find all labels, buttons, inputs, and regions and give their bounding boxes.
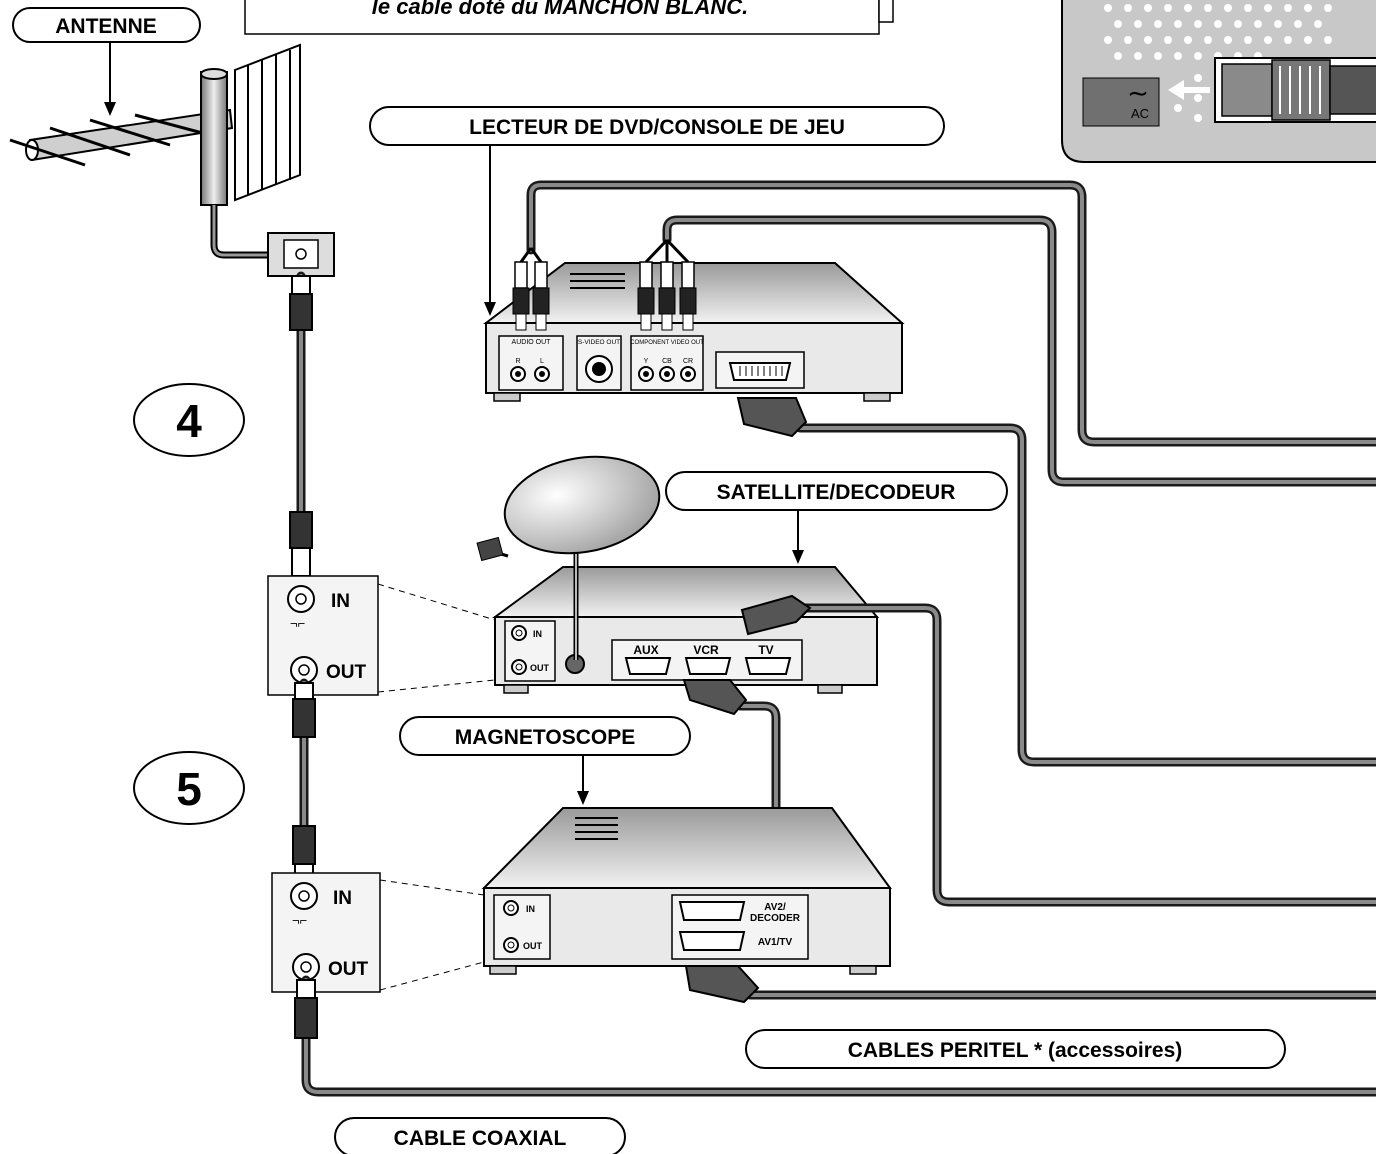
svg-text:CABLE COAXIAL: CABLE COAXIAL <box>394 1127 567 1150</box>
satellite-label: SATELLITE/DECODEUR <box>665 471 1008 511</box>
svg-text:IN: IN <box>331 591 350 612</box>
satellite-scart-cable <box>740 594 1376 907</box>
power-plug <box>1168 57 1376 123</box>
svg-text:DECODER: DECODER <box>750 913 801 924</box>
tv-rear-panel: ∼ AC <box>1061 0 1376 163</box>
coax-lead-3 <box>294 975 1376 1097</box>
step-5-badge: 5 <box>133 751 245 825</box>
svg-text:IN: IN <box>533 629 542 639</box>
notice-text: le cable doté du MANCHON BLANC. <box>372 0 748 19</box>
svg-text:LECTEUR DE DVD/CONSOLE DE JEU: LECTEUR DE DVD/CONSOLE DE JEU <box>469 116 845 139</box>
projection-lines <box>377 583 496 991</box>
svg-text:MAGNETOSCOPE: MAGNETOSCOPE <box>455 726 635 749</box>
svg-text:5: 5 <box>176 763 202 815</box>
svg-text:R: R <box>515 358 520 365</box>
dvd-label: LECTEUR DE DVD/CONSOLE DE JEU <box>369 106 945 146</box>
svg-text:CABLES PERITEL * (accessoires): CABLES PERITEL * (accessoires) <box>848 1039 1183 1062</box>
dvd-player: AUDIO OUT R L S-VIDEO OUT COMPONENT VIDE… <box>483 262 905 402</box>
svg-text:AUX: AUX <box>633 643 658 657</box>
svg-text:SATELLITE/DECODEUR: SATELLITE/DECODEUR <box>717 481 956 504</box>
svg-text:¬⌐: ¬⌐ <box>290 616 306 631</box>
satellite-dish-icon <box>476 455 661 660</box>
svg-text:COMPONENT VIDEO OUT: COMPONENT VIDEO OUT <box>630 340 704 346</box>
svg-text:AV2/: AV2/ <box>764 902 786 913</box>
antenne-label: ANTENNE <box>12 7 201 43</box>
svg-text:IN: IN <box>333 888 352 909</box>
dvd-scart-cable <box>736 397 1376 767</box>
svg-text:4: 4 <box>176 395 202 447</box>
svg-text:OUT: OUT <box>328 959 369 980</box>
antenna-icon <box>9 43 335 277</box>
vcr: IN OUT AV2/ DECODER AV1/TV <box>481 807 892 975</box>
notice-box: le cable doté du MANCHON BLANC. <box>244 0 894 35</box>
svg-text:OUT: OUT <box>530 663 550 673</box>
svg-text:VCR: VCR <box>693 643 719 657</box>
svg-text:IN: IN <box>526 904 535 914</box>
svg-text:L: L <box>540 358 544 365</box>
coax-lead-2 <box>292 678 316 891</box>
svg-text:CB: CB <box>662 358 672 365</box>
svg-text:OUT: OUT <box>326 662 367 683</box>
svg-text:TV: TV <box>758 643 773 657</box>
coaxial-label: CABLE COAXIAL <box>334 1117 626 1154</box>
svg-text:S-VIDEO OUT: S-VIDEO OUT <box>578 339 620 346</box>
dvd-audio-cable <box>512 180 1376 447</box>
svg-text:¬⌐: ¬⌐ <box>292 913 308 928</box>
satellite-receiver: IN OUT AUX VCR TV <box>491 566 880 694</box>
coax-lead-1 <box>289 271 313 580</box>
ac-label: AC <box>1131 106 1149 121</box>
step-4-badge: 4 <box>133 383 245 457</box>
svg-text:AUDIO OUT: AUDIO OUT <box>512 339 552 346</box>
svg-text:Y: Y <box>644 358 649 365</box>
svg-text:CR: CR <box>683 358 693 365</box>
dvd-component-cable <box>637 215 1376 487</box>
svg-text:ANTENNE: ANTENNE <box>55 15 157 38</box>
peritel-label: CABLES PERITEL * (accessoires) <box>745 1029 1286 1069</box>
antenna-box-satellite: IN ¬⌐ OUT <box>267 575 379 696</box>
antenna-box-vcr: IN ¬⌐ OUT <box>271 872 381 993</box>
magnetoscope-label: MAGNETOSCOPE <box>399 716 691 756</box>
ac-symbol: ∼ <box>1127 78 1149 108</box>
svg-text:OUT: OUT <box>523 941 543 951</box>
vcr-scart-cable <box>684 965 1376 1004</box>
svg-text:AV1/TV: AV1/TV <box>758 937 793 948</box>
